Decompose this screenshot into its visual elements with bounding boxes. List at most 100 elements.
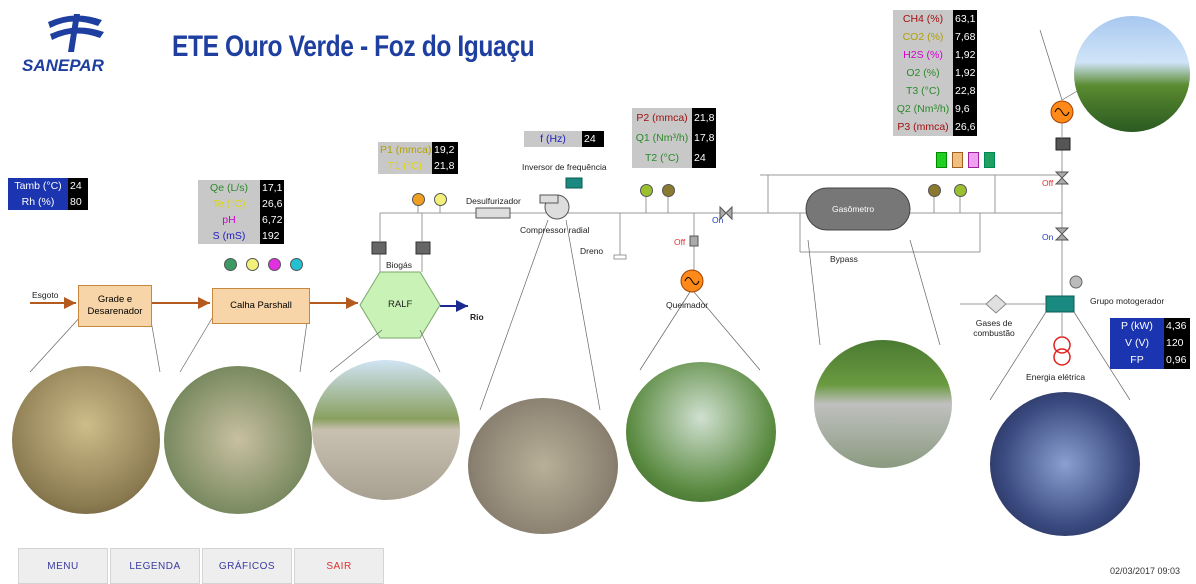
gas-panel: CH4 (%)63,1 CO2 (%)7,68 H2S (%)1,92 O2 (… [893,10,977,136]
label-rio: Rio [470,312,484,322]
sensor-te-dot[interactable] [246,258,259,271]
ambient-panel: Tamb (°C)24 Rh (%)80 [8,178,88,210]
pkw-label: P (kW) [1110,318,1164,335]
status-off-flare[interactable]: Off [1042,178,1054,188]
label-grupo-motogerador: Grupo motogerador [1090,296,1165,306]
label-queimador: Queimador [666,300,709,310]
qe-value: 17,1 [260,180,284,196]
sensor-p1-dot[interactable] [412,193,425,206]
page-title: ETE Ouro Verde - Foz do Iguaçu [172,30,535,63]
t1-label: T1 (°C) [378,158,432,174]
p1-value: 19,2 [432,142,458,158]
qe-label: Qe (L/s) [198,180,260,196]
t2-label: T2 (°C) [632,148,692,168]
h2s-value: 1,92 [953,46,977,64]
t1-value: 21,8 [432,158,458,174]
freq-label: f (Hz) [524,131,582,147]
sensor-p2-dot[interactable] [640,184,653,197]
gas-indicator-teal [984,152,995,168]
q1-value: 17,8 [692,128,716,148]
freq-panel: f (Hz)24 [524,131,604,147]
calha-label: Calha Parshall [230,300,292,311]
label-energia-eletrica: Energia elétrica [1026,372,1086,382]
p1-label: P1 (mmca) [378,142,432,158]
t3-label: T3 (°C) [893,82,953,100]
p2-value: 21,8 [692,108,716,128]
rh-label: Rh (%) [8,194,68,210]
photo-calha [164,366,312,514]
o2-value: 1,92 [953,64,977,82]
graficos-button[interactable]: GRÁFICOS [202,548,292,584]
s-value: 192 [260,228,284,244]
sair-button[interactable]: SAIR [294,548,384,584]
p2-label: P2 (mmca) [632,108,692,128]
q2-value: 9,6 [953,100,977,118]
gas-indicator-pink [968,152,979,168]
co2-value: 7,68 [953,28,977,46]
label-biogas: Biogás [386,260,412,270]
s-label: S (mS) [198,228,260,244]
status-off-queimador[interactable]: Off [674,237,686,247]
label-dreno: Dreno [580,246,604,256]
te-label: Te (°C) [198,196,260,212]
photo-grade [12,366,160,514]
ph-label: pH [198,212,260,228]
menu-button[interactable]: MENU [18,548,108,584]
sensor-qe-dot[interactable] [224,258,237,271]
ch4-value: 63,1 [953,10,977,28]
photo-flare [1074,16,1190,132]
co2-label: CO2 (%) [893,28,953,46]
box-grade-desarenador[interactable]: Grade e Desarenador [78,285,152,327]
label-desulfurizador: Desulfurizador [466,196,521,206]
label-bypass: Bypass [830,254,858,264]
gas-indicator-orange [952,152,963,168]
grade-label: Grade e Desarenador [87,294,143,317]
legenda-button[interactable]: LEGENDA [110,548,200,584]
label-esgoto: Esgoto [32,290,59,300]
ph-value: 6,72 [260,212,284,228]
sensor-q1-dot[interactable] [662,184,675,197]
t2-value: 24 [692,148,716,168]
label-ralf[interactable]: RALF [388,299,413,310]
tamb-value: 24 [68,178,88,194]
photo-queimador [626,362,776,502]
t3-value: 22,8 [953,82,977,100]
sensor-s-dot[interactable] [290,258,303,271]
photo-ralf [312,360,460,500]
q2-label: Q2 (Nm³/h) [893,100,953,118]
label-gases-combustao: Gases de combustão [973,318,1015,338]
tamb-label: Tamb (°C) [8,178,68,194]
logo-text: SANEPAR [22,56,104,75]
p1-panel: P1 (mmca)19,2 T1 (°C)21,8 [378,142,458,174]
sensor-t1-dot[interactable] [434,193,447,206]
label-compressor: Compressor radial [520,225,590,235]
p3-label: P3 (mmca) [893,118,953,136]
status-on-generator[interactable]: On [1042,232,1054,242]
pkw-value: 4,36 [1164,318,1190,335]
gas-indicator-green [936,152,947,168]
o2-label: O2 (%) [893,64,953,82]
vv-label: V (V) [1110,335,1164,352]
status-on-main[interactable]: On [712,215,724,225]
sensor-q2-dot[interactable] [954,184,967,197]
photo-motogerador [990,392,1140,536]
q1-label: Q1 (Nm³/h) [632,128,692,148]
sanepar-logo [48,14,104,52]
photo-gasometro [814,340,952,468]
vv-value: 120 [1164,335,1190,352]
sensor-p3-dot[interactable] [928,184,941,197]
label-gasometro[interactable]: Gasômetro [832,204,875,214]
sensor-ph-dot[interactable] [268,258,281,271]
h2s-label: H2S (%) [893,46,953,64]
rh-value: 80 [68,194,88,210]
photo-compressor [468,398,618,534]
timestamp: 02/03/2017 09:03 [1110,566,1181,576]
freq-value: 24 [582,131,604,147]
box-calha-parshall[interactable]: Calha Parshall [212,288,310,324]
te-value: 26,6 [260,196,284,212]
p3-value: 26,6 [953,118,977,136]
p2-panel: P2 (mmca)21,8 Q1 (Nm³/h)17,8 T2 (°C)24 [632,108,716,168]
label-inversor: Inversor de frequência [522,162,607,172]
